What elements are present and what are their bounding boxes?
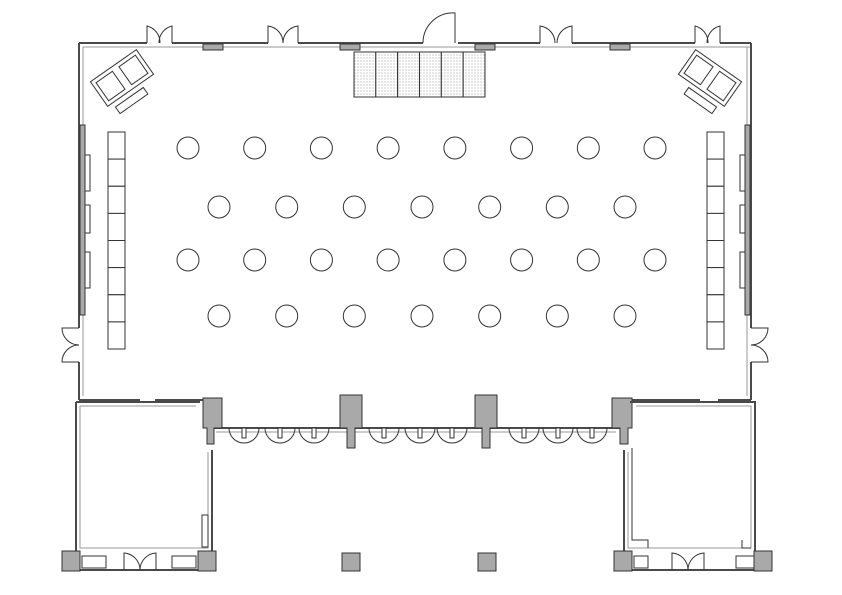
round-table <box>410 195 434 219</box>
buffet-table-segment <box>706 321 725 350</box>
buffet-table-segment <box>107 321 126 350</box>
buffet-table-right <box>706 131 725 350</box>
corridor-door <box>436 427 468 444</box>
door-post <box>417 427 423 439</box>
room-left <box>61 401 217 572</box>
corridor-columns <box>202 394 633 449</box>
round-tables <box>176 136 667 328</box>
buffet-table-segment <box>107 294 126 323</box>
corridor-door <box>264 427 296 444</box>
buffet-table-segment <box>107 212 126 241</box>
buffet-table-segment <box>706 131 725 160</box>
buffet-table-segment <box>107 158 126 187</box>
round-table <box>545 304 569 328</box>
stage-section <box>397 51 421 98</box>
side-doors <box>61 327 769 363</box>
corridor-door <box>228 427 260 444</box>
buffet-table-segment <box>706 240 725 269</box>
round-table <box>243 136 267 160</box>
buffet-table-segment <box>706 294 725 323</box>
buffet-table-segment <box>706 267 725 296</box>
buffet-table-left <box>107 131 126 350</box>
round-table <box>545 195 569 219</box>
buffet-table-segment <box>706 158 725 187</box>
corridor-door <box>542 427 574 444</box>
door-post <box>589 427 595 439</box>
round-table <box>176 248 200 272</box>
door-post <box>449 427 455 439</box>
top-doors <box>146 12 721 44</box>
top-pilasters <box>202 43 631 51</box>
round-table <box>410 304 434 328</box>
stage <box>353 51 486 98</box>
round-table <box>510 136 534 160</box>
buffet-table-segment <box>706 185 725 214</box>
round-table <box>342 195 366 219</box>
stage-section <box>462 51 486 98</box>
freestanding-columns <box>341 552 497 572</box>
round-table <box>243 248 267 272</box>
round-table <box>376 136 400 160</box>
round-table <box>443 248 467 272</box>
round-table <box>643 136 667 160</box>
corridor-door <box>576 427 608 444</box>
buffet-table-segment <box>107 131 126 160</box>
corridor-door <box>368 427 400 444</box>
corridor-door <box>404 427 436 444</box>
room-right <box>613 401 773 572</box>
stage-section <box>375 51 399 98</box>
round-table <box>309 248 333 272</box>
round-table <box>643 248 667 272</box>
round-table <box>576 248 600 272</box>
door-post <box>521 427 527 439</box>
round-table <box>478 304 502 328</box>
corridor-door <box>298 427 330 444</box>
buffet-table-segment <box>107 240 126 269</box>
stage-section <box>353 51 377 98</box>
round-table <box>376 248 400 272</box>
round-table <box>342 304 366 328</box>
door-post <box>311 427 317 439</box>
door-post <box>241 427 247 439</box>
round-table <box>207 195 231 219</box>
round-table <box>207 304 231 328</box>
corridor-door <box>508 427 540 444</box>
side-windows <box>79 124 751 316</box>
round-table <box>275 195 299 219</box>
stage-section <box>440 51 464 98</box>
round-table <box>478 195 502 219</box>
round-table <box>309 136 333 160</box>
round-table <box>176 136 200 160</box>
round-table <box>275 304 299 328</box>
round-table <box>510 248 534 272</box>
buffet-table-segment <box>706 212 725 241</box>
round-table <box>576 136 600 160</box>
corridor-doors <box>228 427 608 444</box>
stage-section <box>419 51 442 98</box>
lounge-left <box>89 48 155 115</box>
buffet-table-segment <box>107 185 126 214</box>
lounge-right <box>677 48 743 115</box>
round-table <box>443 136 467 160</box>
door-post <box>277 427 283 439</box>
door-post <box>555 427 561 439</box>
door-post <box>381 427 387 439</box>
round-table <box>613 195 637 219</box>
round-table <box>613 304 637 328</box>
buffet-table-segment <box>107 267 126 296</box>
prefunction-wall <box>211 400 621 433</box>
